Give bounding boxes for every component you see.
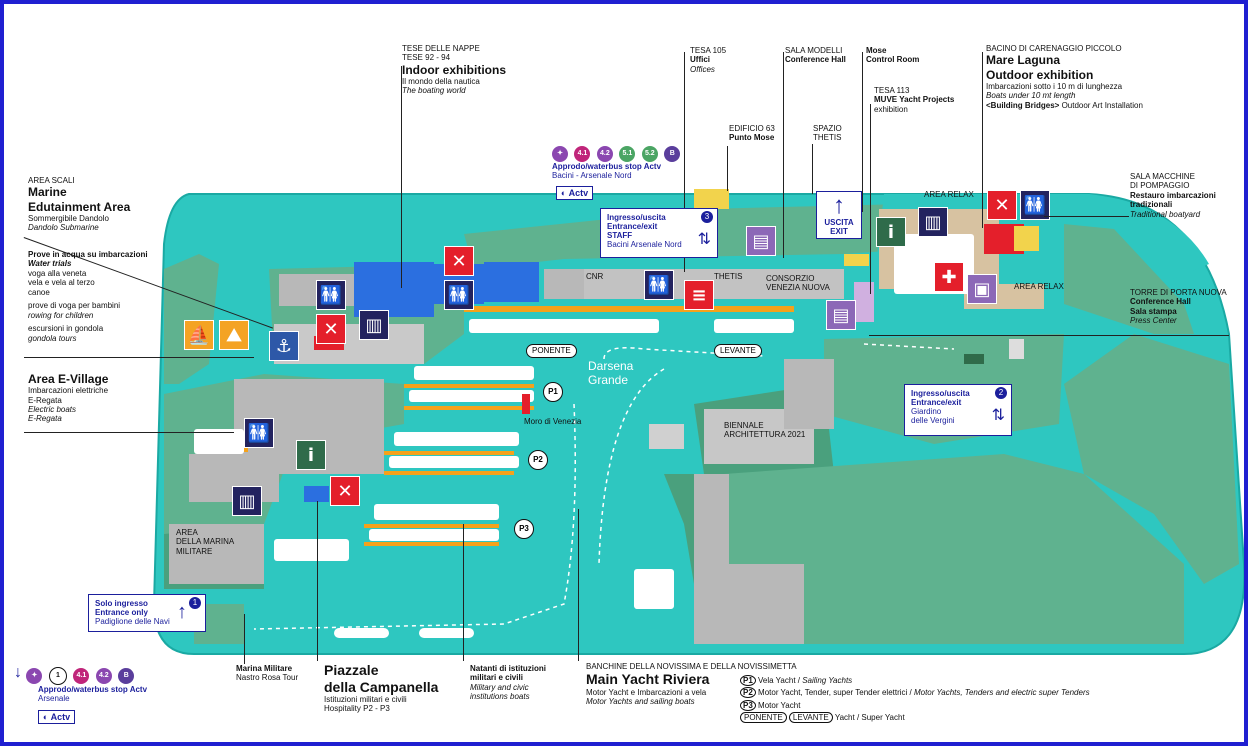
boat-icon[interactable]: ⚓ — [269, 331, 299, 361]
leader-line — [401, 66, 402, 288]
entrance-3-box[interactable]: Ingresso/uscita Entrance/exit STAFF Baci… — [600, 208, 718, 258]
press-icon[interactable]: ≡ — [684, 280, 714, 310]
leader-line — [24, 357, 254, 358]
waterbus-stop-bottom[interactable]: ↓ ✦ 1 4.1 4.2 B Approdo/waterbus stop Ac… — [14, 664, 148, 704]
conference-icon[interactable]: ▤ — [746, 226, 776, 256]
leader-line — [783, 52, 784, 258]
marine-edutainment-label: AREA SCALI Marine Edutainment Area Somme… — [28, 176, 131, 233]
info-icon[interactable]: i — [296, 440, 326, 470]
legend-ponente-levante: PONENTE LEVANTE Yacht / Super Yacht — [740, 712, 1090, 724]
leader-line — [869, 335, 1229, 336]
legend-p3: P3 Motor Yacht — [740, 699, 1090, 711]
legend-p2: P2 Motor Yacht, Tender, super Tender ele… — [740, 687, 1090, 699]
restroom-icon[interactable]: 🚻 — [316, 280, 346, 310]
ponente-tag: PONENTE — [526, 344, 577, 358]
info-icon[interactable]: i — [876, 217, 906, 247]
ticket-icon[interactable]: ▥ — [359, 310, 389, 340]
restaurant-icon[interactable]: ✕ — [330, 476, 360, 506]
exit-label-en: EXIT — [830, 227, 848, 236]
entrance-1-box[interactable]: Solo ingresso Entrance only Padiglione d… — [88, 594, 206, 632]
restroom-icon[interactable]: 🚻 — [444, 280, 474, 310]
leader-line — [812, 144, 813, 194]
leader-line — [870, 104, 871, 294]
entrance-number: 2 — [995, 387, 1007, 399]
restroom-icon[interactable]: 🚻 — [244, 418, 274, 448]
exit-label: USCITA — [824, 218, 854, 227]
first-aid-icon[interactable]: ✚ — [934, 262, 964, 292]
rowing-icon[interactable]: ⛰ — [219, 320, 249, 350]
two-way-arrow-icon: ⇅ — [697, 231, 711, 248]
leader-line — [1044, 216, 1129, 217]
actv-logo-bottom: ◐ Actv — [38, 710, 76, 724]
pier-p3-marker: P3 — [514, 519, 534, 539]
pier-legend: P1 Vela Yacht / Sailing Yachts P2 Motor … — [740, 675, 1090, 724]
thetis-map-label: THETIS — [714, 272, 743, 281]
ticket-icon[interactable]: ▥ — [918, 207, 948, 237]
mare-laguna-label: BACINO DI CARENAGGIO PICCOLO Mare Laguna… — [986, 44, 1143, 110]
entrance-2-box[interactable]: Ingresso/uscita Entrance/exit Giardino d… — [904, 384, 1012, 436]
two-way-arrow-icon: ⇅ — [991, 407, 1005, 424]
leader-line — [463, 524, 464, 661]
leader-line — [684, 52, 685, 272]
restaurant-icon[interactable]: ✕ — [987, 190, 1017, 220]
cnr-label: CNR — [586, 272, 604, 281]
ticket-icon[interactable]: ▥ — [232, 486, 262, 516]
restroom-icon[interactable]: 🚻 — [1020, 190, 1050, 220]
pier-p2-marker: P2 — [528, 450, 548, 470]
piazzale-label: Piazzale della Campanella Istituzioni mi… — [324, 662, 439, 714]
entrance-number: 1 — [189, 597, 201, 609]
actv-logo: ◐ Actv — [556, 186, 594, 200]
arrow-up-icon: ↑ — [177, 601, 187, 623]
arrow-down-icon: ↓ — [14, 664, 22, 681]
legend-p1: P1 Vela Yacht / Sailing Yachts — [740, 675, 1090, 686]
guard-icon[interactable]: ▣ — [967, 274, 997, 304]
area-relax-label: AREA RELAX — [924, 190, 974, 199]
restroom-icon[interactable]: 🚻 — [644, 270, 674, 300]
pier-p1-marker: P1 — [543, 382, 563, 402]
entrance-number: 3 — [701, 211, 713, 223]
main-riviera-label: BANCHINE DELLA NOVISSIMA E DELLA NOVISSI… — [586, 662, 797, 707]
exit-sign: ↑ USCITA EXIT — [816, 191, 862, 239]
leader-line — [244, 614, 245, 664]
restaurant-icon[interactable]: ✕ — [444, 246, 474, 276]
leader-line — [24, 432, 234, 433]
waterbus-stop-top[interactable]: ✦ 4.1 4.2 5.1 5.2 B Approdo/waterbus sto… — [552, 142, 682, 181]
leader-line — [982, 52, 983, 228]
moro-label: Moro di Venezia — [524, 417, 582, 426]
sailing-icon[interactable]: ⛵ — [184, 320, 214, 350]
leader-line — [727, 146, 728, 191]
tese-nappe-label: TESE DELLE NAPPE TESE 92 - 94 Indoor exh… — [402, 44, 506, 96]
area-relax-label-2: AREA RELAX — [1014, 282, 1064, 291]
arrow-up-icon: ↑ — [833, 192, 845, 219]
conference-icon[interactable]: ▤ — [826, 300, 856, 330]
restaurant-icon[interactable]: ✕ — [316, 314, 346, 344]
leader-line — [862, 52, 863, 212]
levante-tag: LEVANTE — [714, 344, 762, 358]
leader-line — [317, 501, 318, 661]
leader-line — [578, 509, 579, 661]
